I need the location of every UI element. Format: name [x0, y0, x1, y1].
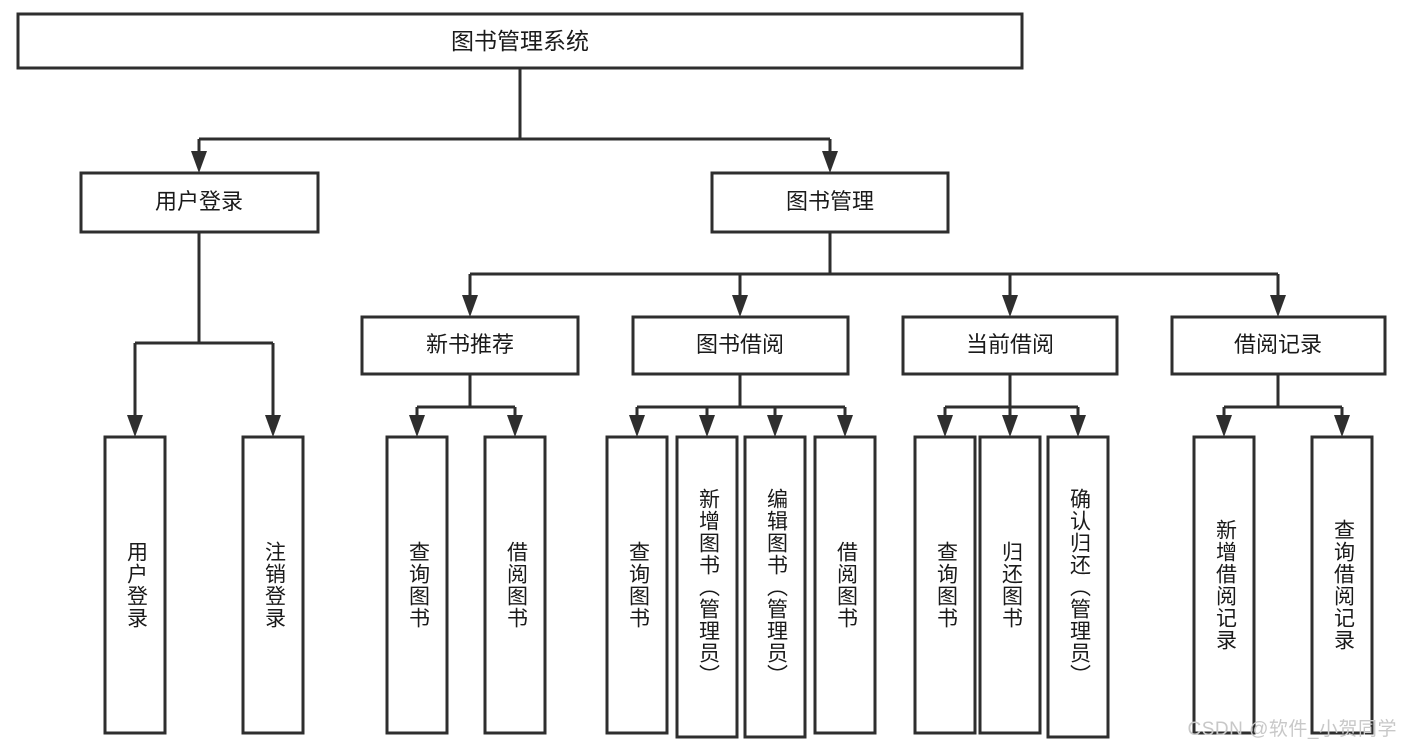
arrow-user-login-leaf-2	[265, 415, 281, 437]
node-leaf-return-book-box[interactable]	[978, 435, 1042, 735]
node-leaf-edit-book-admin-box[interactable]	[743, 435, 807, 739]
csdn-watermark: CSDN @软件_小贺同学	[1187, 719, 1397, 740]
node-user-login-label: 用户登录	[155, 189, 243, 214]
arrow-to-new-book-recommend	[462, 295, 478, 317]
node-book-borrow-box[interactable]	[631, 315, 850, 376]
arrow-to-current-borrow	[1002, 295, 1018, 317]
arrow-current-borrow-leaf-1	[937, 415, 953, 437]
node-leaf-query-borrow-record-box[interactable]	[1310, 435, 1374, 735]
node-book-management-box[interactable]	[710, 171, 950, 234]
node-leaf-add-borrow-record-box[interactable]	[1192, 435, 1256, 735]
node-leaf-logout-box[interactable]	[241, 435, 305, 735]
arrow-new-book-leaf-2	[507, 415, 523, 437]
arrow-root-to-user-login	[191, 151, 207, 173]
arrow-borrow-record-leaf-1	[1216, 415, 1232, 437]
arrow-book-borrow-leaf-2	[699, 415, 715, 437]
connector-new-book-recommend-to-leaves	[415, 374, 517, 422]
node-current-borrow-box[interactable]	[901, 315, 1119, 376]
connector-book-mgmt-to-level3	[468, 232, 1280, 302]
node-current-borrow-label: 当前借阅	[966, 332, 1054, 357]
node-root-label: 图书管理系统	[451, 28, 589, 54]
arrow-root-to-book-mgmt	[822, 151, 838, 173]
connector-user-login-to-leaves	[133, 232, 275, 422]
arrow-to-borrow-record	[1270, 295, 1286, 317]
connector-book-borrow-to-leaves	[635, 374, 847, 422]
node-borrow-record-label: 借阅记录	[1234, 332, 1322, 357]
arrow-new-book-leaf-1	[409, 415, 425, 437]
arrow-current-borrow-leaf-3	[1070, 415, 1086, 437]
node-leaf-query-book-2-box[interactable]	[605, 435, 669, 735]
node-leaf-confirm-return-admin-box[interactable]	[1046, 435, 1110, 739]
node-new-book-recommend-box[interactable]	[360, 315, 580, 376]
arrow-user-login-leaf-1	[127, 415, 143, 437]
node-book-management-label: 图书管理	[786, 189, 874, 214]
node-leaf-query-book-3-box[interactable]	[913, 435, 977, 735]
node-borrow-record-box[interactable]	[1170, 315, 1387, 376]
connector-current-borrow-to-leaves	[943, 374, 1080, 422]
node-root-box[interactable]	[16, 12, 1024, 70]
node-user-login-box[interactable]	[79, 171, 320, 234]
node-leaf-query-book-1-box[interactable]	[385, 435, 449, 735]
arrow-current-borrow-leaf-2	[1002, 415, 1018, 437]
node-leaf-borrow-book-1-box[interactable]	[483, 435, 547, 735]
node-new-book-recommend-label: 新书推荐	[426, 332, 514, 357]
arrow-book-borrow-leaf-1	[629, 415, 645, 437]
connector-layer	[127, 68, 1350, 437]
node-leaf-add-book-admin-box[interactable]	[675, 435, 739, 739]
node-book-borrow-label: 图书借阅	[696, 332, 784, 357]
arrow-book-borrow-leaf-3	[767, 415, 783, 437]
node-layer: 图书管理系统 用户登录 图书管理 新书推荐 图书借阅 当前借阅 借阅记录	[16, 12, 1387, 739]
arrow-to-book-borrow	[732, 295, 748, 317]
node-leaf-user-login-box[interactable]	[103, 435, 167, 735]
connector-root-to-level2	[197, 68, 832, 158]
node-leaf-borrow-book-2-box[interactable]	[813, 435, 877, 735]
arrow-borrow-record-leaf-2	[1334, 415, 1350, 437]
connector-borrow-record-to-leaves	[1222, 374, 1344, 422]
arrow-book-borrow-leaf-4	[837, 415, 853, 437]
